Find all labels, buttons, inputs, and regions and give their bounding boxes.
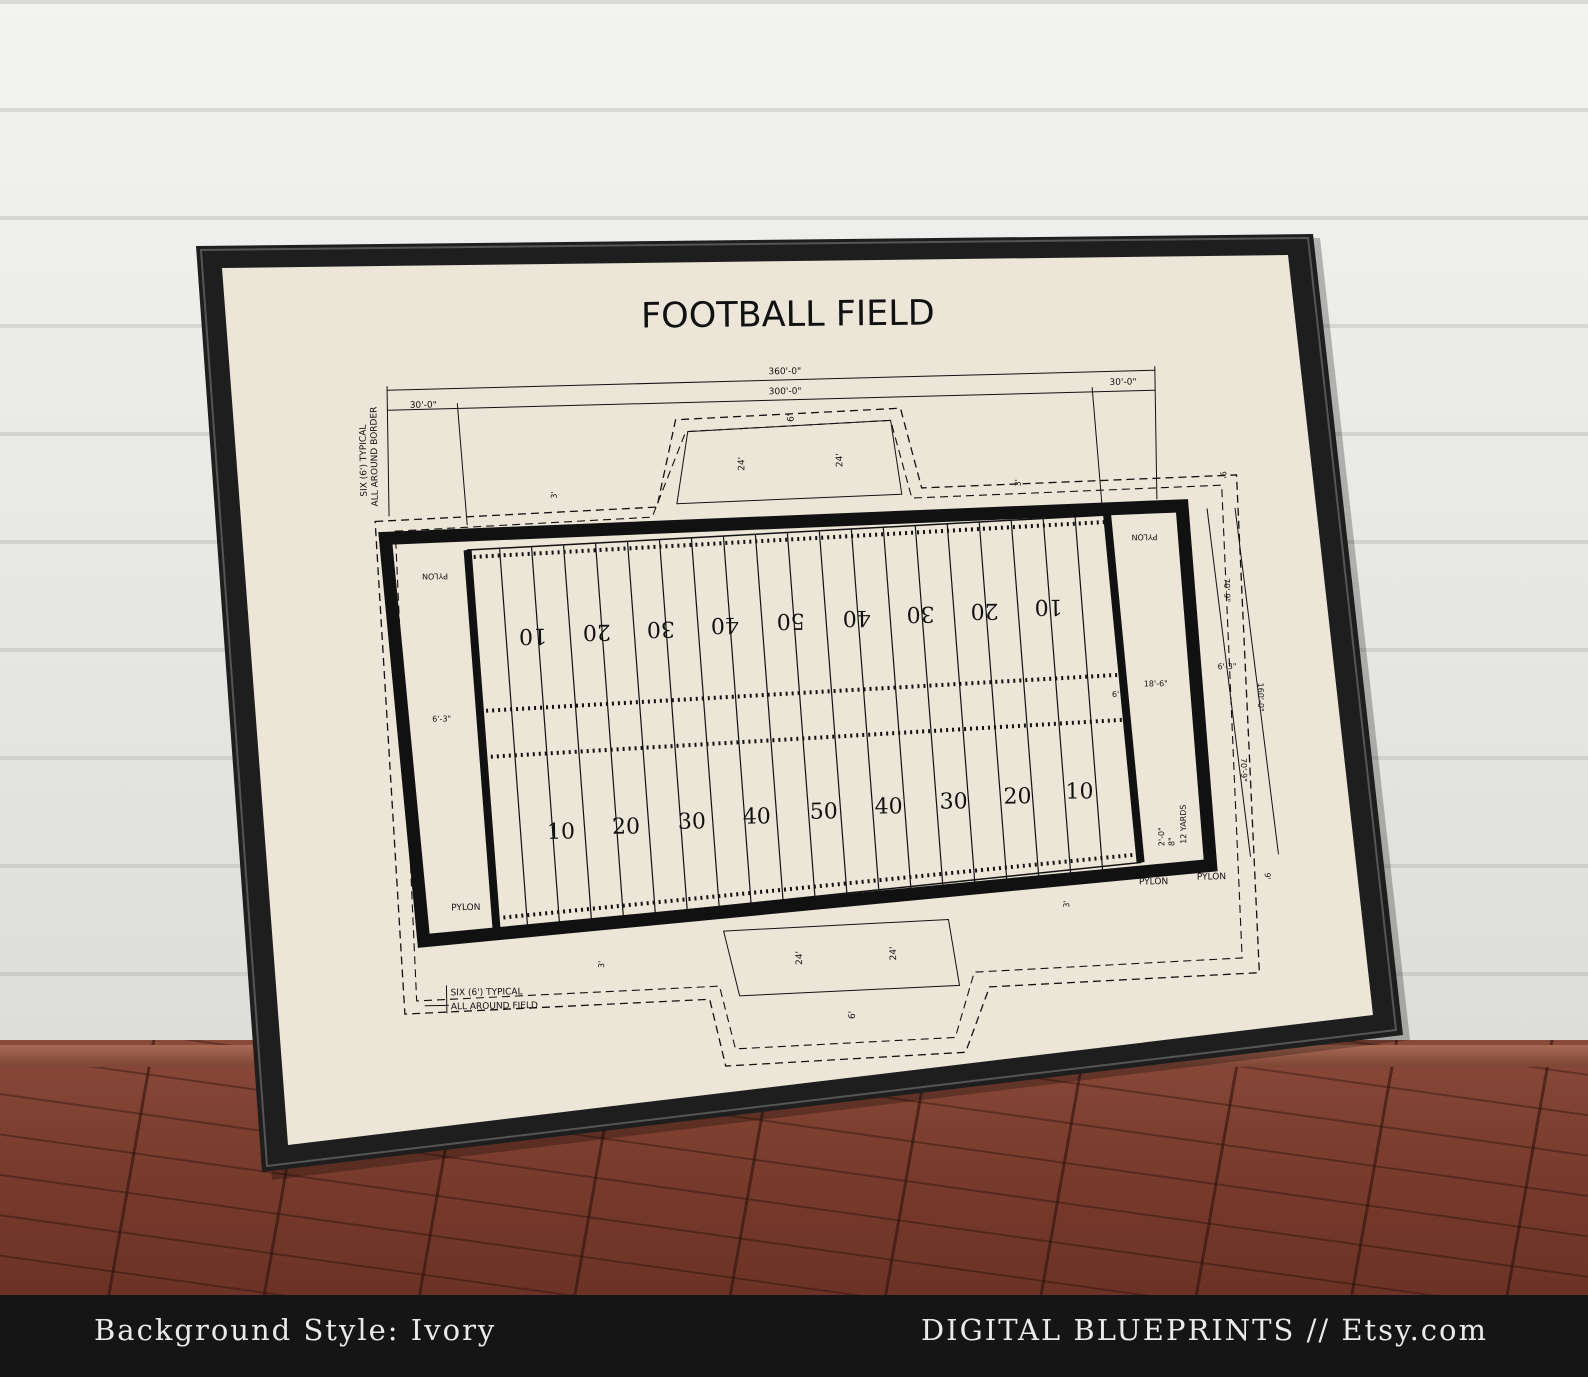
yard-number: 10 xyxy=(1034,594,1062,619)
dim-border-gap-bottom-left: 3' xyxy=(597,961,606,968)
dim-overall-length: 360'-0" xyxy=(768,367,801,378)
dim-field-length: 300'-0" xyxy=(769,387,802,398)
poster-paper xyxy=(222,255,1373,1145)
dim-border-gap-bottom-right: 3' xyxy=(1062,900,1071,907)
dim-border-gap-top-right: 3' xyxy=(1014,479,1023,486)
field-note-line1: SIX (6') TYPICAL xyxy=(450,987,522,998)
dim-bench-top-a: 24' xyxy=(737,457,747,471)
dim-bench-bottom-a: 24' xyxy=(795,951,805,965)
dim-outer-gap-top: 9' xyxy=(1218,471,1227,478)
field-note-line2: ALL AROUND FIELD xyxy=(451,1001,538,1012)
pylon-label-top-right: PYLON xyxy=(1131,532,1157,541)
yard-number: 30 xyxy=(939,789,967,814)
pylon-label-bottom-mid: PYLON xyxy=(1139,877,1168,887)
dim-bench-bottom-b: 24' xyxy=(889,946,899,960)
yard-number: 20 xyxy=(970,598,998,623)
yard-number: 20 xyxy=(583,619,611,644)
yard-number: 10 xyxy=(547,819,575,844)
dim-side-bottom: 70'-9" xyxy=(1239,758,1248,782)
bottom-yard-numbers: 10 20 30 40 50 40 30 20 10 xyxy=(547,779,1094,845)
yard-number: 20 xyxy=(1003,784,1031,809)
yard-number: 40 xyxy=(843,605,871,630)
yard-number: 40 xyxy=(743,804,771,829)
yard-lines xyxy=(498,517,1104,927)
dim-side-top: 70'-9" xyxy=(1222,578,1231,602)
yard-number: 50 xyxy=(777,608,805,633)
yard-number: 50 xyxy=(810,799,838,824)
dim-try-line: 2'-0" xyxy=(1157,827,1166,846)
dim-width: 160'-0" xyxy=(1256,683,1265,712)
yard-number: 30 xyxy=(647,616,675,641)
yard-number: 30 xyxy=(906,601,934,626)
field-drawing: 360'-0" 300'-0" 30'-0" 30'-0" SIX (6') T… xyxy=(359,366,1279,1067)
top-yard-numbers: 10 20 30 40 50 40 30 20 10 xyxy=(519,594,1063,649)
dim-bench-gap-top: 6' xyxy=(787,414,797,422)
border-note-line2: ALL AROUND BORDER xyxy=(369,407,381,507)
dim-end-zone-left: 30'-0" xyxy=(410,401,437,411)
dim-border-left: 6'-3" xyxy=(432,714,451,723)
dim-hash-width: 18'-6" xyxy=(1144,679,1168,688)
dim-twelve-yards: 12 YARDS xyxy=(1179,805,1189,844)
frame-bevel xyxy=(199,236,1398,1168)
pylon-label-bottom-right: PYLON xyxy=(1197,872,1226,882)
background-style-label: Background Style: Ivory xyxy=(94,1313,497,1347)
dim-outer-gap-bottom: 9' xyxy=(1263,872,1272,879)
dim-goal-offset: 6' xyxy=(1112,690,1119,699)
dim-bench-top-b: 24' xyxy=(835,453,845,467)
yard-number: 40 xyxy=(711,612,739,637)
yard-number: 10 xyxy=(519,623,547,648)
brand-label: DIGITAL BLUEPRINTS // Etsy.com xyxy=(920,1313,1488,1347)
yard-number: 20 xyxy=(612,814,640,839)
dim-end-zone-right: 30'-0" xyxy=(1109,378,1136,388)
footer-bar xyxy=(0,1295,1588,1377)
poster-title: FOOTBALL FIELD xyxy=(641,293,935,336)
yard-number: 10 xyxy=(1065,779,1093,804)
dim-border-gap-top-left: 3' xyxy=(550,491,559,498)
pylon-label-bottom-left: PYLON xyxy=(451,903,480,913)
yard-number: 30 xyxy=(678,809,706,834)
framed-poster: FOOTBALL FIELD 360'-0" 300'-0" 30'-0" 30… xyxy=(196,234,1410,1180)
pylon-label-top-left: PYLON xyxy=(422,571,448,580)
dim-bench-gap-bottom: 6' xyxy=(848,1011,858,1019)
dim-try-line-width: 8" xyxy=(1167,837,1176,846)
border-note-line1: SIX (6') TYPICAL xyxy=(359,425,370,497)
yard-number: 40 xyxy=(874,794,902,819)
